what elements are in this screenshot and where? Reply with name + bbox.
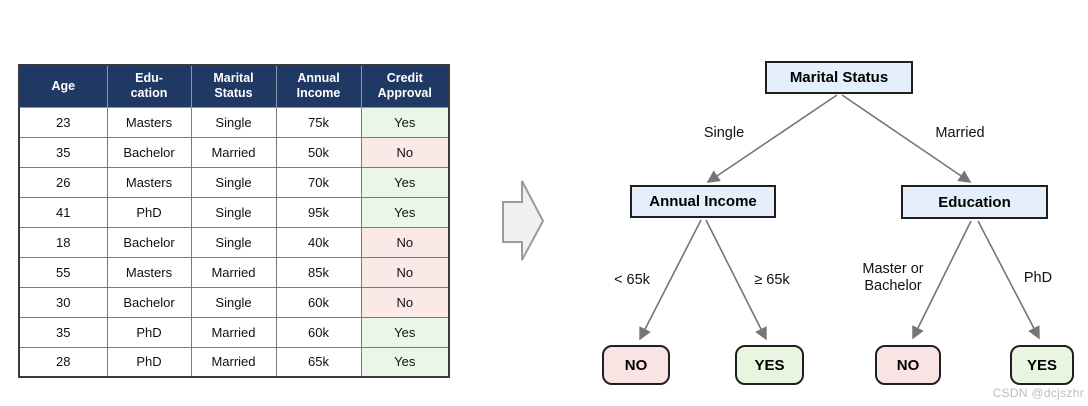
cell-annual-income: 70k bbox=[275, 166, 362, 198]
cell-annual-income: 85k bbox=[275, 256, 362, 288]
cell-age: 26 bbox=[18, 166, 108, 198]
edge-single bbox=[706, 94, 838, 183]
cell-age: 35 bbox=[18, 316, 108, 348]
cell-age: 35 bbox=[18, 136, 108, 168]
table-row: 30 Bachelor Single 60k No bbox=[18, 286, 450, 318]
cell-education: PhD bbox=[106, 346, 192, 378]
column-header-credit-approval: Credit Approval bbox=[360, 64, 450, 108]
cell-credit-approval: No bbox=[360, 286, 450, 318]
decision-tree-edges bbox=[639, 94, 1040, 341]
edge-label-single: Single bbox=[703, 125, 745, 141]
cell-annual-income: 95k bbox=[275, 196, 362, 228]
cell-marital-status: Single bbox=[190, 166, 277, 198]
training-data-table: Age Edu- cation Marital Status Annual In… bbox=[18, 64, 450, 378]
cell-credit-approval: Yes bbox=[360, 316, 450, 348]
edge-label-lt-65k: < 65k bbox=[614, 272, 650, 288]
column-header-annual-income: Annual Income bbox=[275, 64, 362, 108]
cell-education: Bachelor bbox=[106, 136, 192, 168]
cell-credit-approval: No bbox=[360, 256, 450, 288]
cell-education: Masters bbox=[106, 106, 192, 138]
tree-node-education: Education bbox=[901, 185, 1048, 219]
cell-marital-status: Single bbox=[190, 196, 277, 228]
cell-credit-approval: Yes bbox=[360, 196, 450, 228]
edge-married bbox=[841, 94, 972, 183]
table-row: 26 Masters Single 70k Yes bbox=[18, 166, 450, 198]
cell-annual-income: 65k bbox=[275, 346, 362, 378]
cell-age: 41 bbox=[18, 196, 108, 228]
table-row: 55 Masters Married 85k No bbox=[18, 256, 450, 288]
cell-credit-approval: Yes bbox=[360, 106, 450, 138]
cell-marital-status: Single bbox=[190, 286, 277, 318]
leaf-education-no: NO bbox=[875, 345, 941, 385]
cell-annual-income: 50k bbox=[275, 136, 362, 168]
cell-marital-status: Married bbox=[190, 316, 277, 348]
edge-lt-65k bbox=[639, 219, 702, 341]
table-row: 35 PhD Married 60k Yes bbox=[18, 316, 450, 348]
cell-education: PhD bbox=[106, 196, 192, 228]
edge-label-master-or-bachelor: Master or Bachelor bbox=[862, 261, 924, 294]
cell-marital-status: Married bbox=[190, 256, 277, 288]
cell-marital-status: Married bbox=[190, 346, 277, 378]
edge-master-bachelor bbox=[912, 220, 972, 340]
leaf-income-no: NO bbox=[602, 345, 670, 385]
edge-ge-65k bbox=[705, 219, 767, 341]
cell-credit-approval: Yes bbox=[360, 166, 450, 198]
table-header-row: Age Edu- cation Marital Status Annual In… bbox=[18, 64, 450, 108]
cell-annual-income: 60k bbox=[275, 286, 362, 318]
cell-age: 23 bbox=[18, 106, 108, 138]
cell-education: PhD bbox=[106, 316, 192, 348]
watermark: CSDN @dcjszhr bbox=[992, 386, 1084, 400]
cell-age: 28 bbox=[18, 346, 108, 378]
cell-marital-status: Single bbox=[190, 226, 277, 258]
edge-label-married: Married bbox=[935, 125, 985, 141]
table-row: 28 PhD Married 65k Yes bbox=[18, 346, 450, 378]
cell-annual-income: 40k bbox=[275, 226, 362, 258]
leaf-education-yes: YES bbox=[1010, 345, 1074, 385]
edge-phd bbox=[977, 220, 1040, 340]
table-row: 41 PhD Single 95k Yes bbox=[18, 196, 450, 228]
cell-age: 55 bbox=[18, 256, 108, 288]
cell-education: Masters bbox=[106, 256, 192, 288]
tree-node-marital-status: Marital Status bbox=[765, 61, 913, 94]
edge-label-phd: PhD bbox=[1023, 270, 1053, 286]
cell-education: Masters bbox=[106, 166, 192, 198]
leaf-income-yes: YES bbox=[735, 345, 804, 385]
cell-age: 18 bbox=[18, 226, 108, 258]
cell-age: 30 bbox=[18, 286, 108, 318]
cell-credit-approval: Yes bbox=[360, 346, 450, 378]
tree-node-annual-income: Annual Income bbox=[630, 185, 776, 218]
edge-label-ge-65k: ≥ 65k bbox=[754, 272, 790, 288]
table-row: 23 Masters Single 75k Yes bbox=[18, 106, 450, 138]
